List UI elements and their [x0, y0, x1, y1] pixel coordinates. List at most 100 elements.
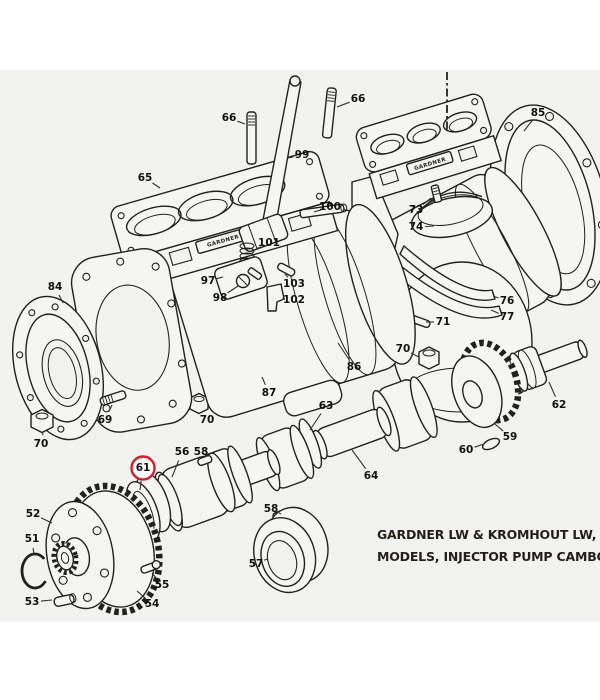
svg-text:65: 65	[138, 172, 153, 184]
stud-73	[430, 184, 443, 204]
svg-text:97: 97	[201, 275, 216, 287]
nut-70-left	[30, 408, 54, 434]
caption-line-1: GARDNER LW & KROMHOUT LW, LS	[377, 527, 600, 542]
screw-98	[235, 267, 263, 289]
part-label-71: 71	[426, 316, 450, 328]
governor-dome-74	[411, 191, 493, 239]
shaft-64	[312, 406, 392, 460]
svg-text:85: 85	[531, 107, 546, 119]
part-label-64: 64	[351, 449, 379, 482]
stud-69	[99, 390, 127, 406]
camshaft-assembly	[125, 339, 588, 542]
svg-text:58: 58	[194, 446, 209, 458]
svg-text:84: 84	[48, 281, 63, 293]
bush-57	[253, 506, 329, 594]
bolt-55	[140, 559, 161, 574]
svg-text:69: 69	[98, 414, 113, 426]
part-label-99: 99	[287, 149, 310, 161]
svg-text:98: 98	[213, 292, 228, 304]
nut-70-middle	[189, 392, 209, 415]
part-label-70: 70	[34, 432, 49, 450]
part-label-84: 84	[48, 281, 64, 304]
stud-66-right	[321, 87, 337, 139]
part-label-61: 61	[130, 455, 156, 491]
caption-line-2: MODELS, INJECTOR PUMP CAMBOX	[377, 549, 600, 564]
svg-text:70: 70	[34, 438, 49, 450]
part-label-53: 53	[25, 596, 53, 608]
svg-text:60: 60	[459, 444, 474, 456]
part-label-73: 73	[409, 197, 432, 216]
svg-text:56: 56	[175, 446, 190, 458]
part-label-101: 101	[255, 237, 280, 250]
svg-text:100: 100	[319, 201, 341, 213]
svg-text:57: 57	[249, 558, 264, 570]
svg-text:99: 99	[295, 149, 310, 161]
part-label-100: 100	[313, 201, 341, 213]
left-pump-unit: GARDNER	[11, 75, 416, 441]
part-label-63: 63	[309, 400, 334, 431]
svg-text:53: 53	[25, 596, 40, 608]
part-label-66: 66	[222, 112, 246, 125]
part-label-86: 86	[337, 342, 362, 373]
control-lever-99	[214, 75, 348, 312]
svg-text:74: 74	[409, 221, 424, 233]
part-label-97: 97	[201, 275, 224, 287]
key-60	[481, 437, 501, 451]
svg-text:51: 51	[25, 533, 40, 545]
part-label-70: 70	[200, 411, 215, 426]
part-label-85: 85	[523, 107, 546, 132]
part-label-103: 103	[283, 273, 305, 290]
circlip-51	[20, 552, 47, 590]
svg-text:58: 58	[264, 503, 279, 515]
pin-53	[53, 593, 77, 607]
svg-text:70: 70	[200, 414, 215, 426]
svg-text:55: 55	[155, 579, 170, 591]
part-label-52: 52	[26, 508, 53, 524]
part-label-60: 60	[459, 443, 485, 456]
part-label-51: 51	[25, 533, 40, 556]
diagram-caption: GARDNER LW & KROMHOUT LW, LS MODELS, INJ…	[377, 524, 600, 568]
key-58a	[197, 454, 213, 467]
pin-103	[277, 262, 296, 277]
part-label-69: 69	[98, 404, 113, 426]
pinion-gear	[51, 540, 79, 576]
part-label-98: 98	[213, 285, 239, 304]
drive-gear-cluster	[20, 482, 329, 616]
bearing-flange-84	[11, 295, 105, 441]
svg-text:63: 63	[319, 400, 334, 412]
svg-text:77: 77	[500, 311, 515, 323]
svg-text:62: 62	[552, 399, 567, 411]
part-label-62: 62	[548, 381, 567, 411]
svg-text:102: 102	[283, 294, 305, 306]
stud-66-left	[246, 111, 257, 165]
part-label-102: 102	[281, 294, 305, 306]
right-top-block: GARDNER	[355, 93, 502, 200]
nut-70-right	[418, 346, 440, 370]
part-label-57: 57	[249, 558, 268, 570]
part-label-66: 66	[336, 93, 366, 108]
part-label-58: 58	[264, 503, 282, 515]
svg-text:101: 101	[258, 237, 280, 249]
drive-gear-59	[451, 339, 522, 429]
highlight-circle	[130, 455, 156, 481]
part-label-87: 87	[261, 376, 276, 399]
part-label-54: 54	[136, 590, 160, 610]
svg-text:59: 59	[503, 431, 518, 443]
pin-100	[299, 203, 348, 219]
cover-plate-76	[399, 245, 496, 301]
svg-text:52: 52	[26, 508, 41, 520]
svg-text:86: 86	[347, 361, 362, 373]
part-label-59: 59	[494, 423, 518, 443]
svg-text:73: 73	[409, 204, 424, 216]
part-label-77: 77	[490, 309, 515, 323]
svg-text:103: 103	[283, 278, 305, 290]
svg-text:71: 71	[436, 316, 451, 328]
svg-text:64: 64	[364, 470, 379, 482]
svg-text:54: 54	[145, 598, 160, 610]
part-label-76: 76	[492, 295, 514, 307]
part-label-56: 56	[171, 446, 190, 478]
svg-text:66: 66	[351, 93, 366, 105]
part-labels-layer: 65 66 99 66 85 100 101 97 98 103 102 73 74 84 86 76 77 71…	[25, 93, 567, 610]
